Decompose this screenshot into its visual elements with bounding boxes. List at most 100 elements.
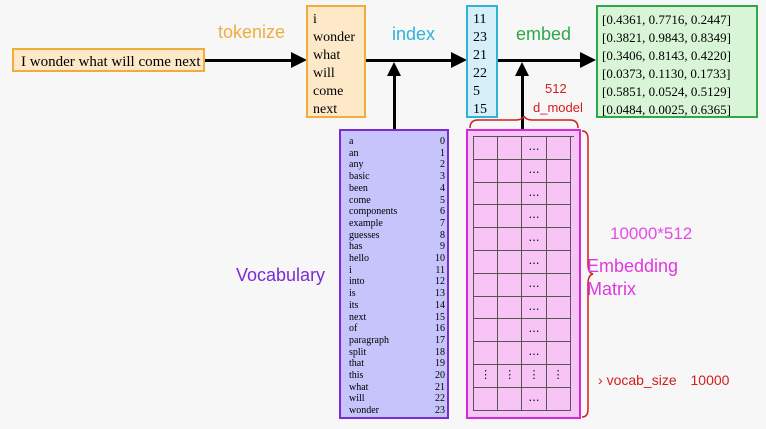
matrix-grid: …………………………⋮⋮⋮⋮… [473, 136, 574, 411]
vocab-index: 8 [440, 229, 445, 241]
d-model-label: d_model [533, 100, 583, 115]
matrix-row: … [474, 273, 574, 297]
matrix-cell [474, 159, 499, 183]
index-item: 5 [473, 84, 480, 99]
embedding-matrix: …………………………⋮⋮⋮⋮… [466, 129, 581, 419]
vocab-index: 19 [435, 358, 445, 370]
vocab-word: into [349, 276, 365, 288]
vocab-index: 12 [435, 276, 445, 288]
vocab-index: 3 [440, 171, 445, 183]
step-label-tokenize: tokenize [218, 22, 286, 42]
matrix-cell [546, 342, 571, 365]
matrix-cell [546, 205, 571, 229]
vocab-word: a [349, 136, 354, 147]
vocab-word: an [349, 147, 359, 159]
token-item: wonder [313, 30, 355, 45]
matrix-cell [546, 296, 571, 320]
token-item: i [313, 12, 317, 27]
vocab-word: is [349, 288, 356, 300]
embedding-vector: [0.5851, 0.0524, 0.5129] [602, 84, 731, 99]
index-item: 21 [473, 48, 487, 63]
step-label-embed: embed [516, 24, 572, 44]
arrowhead-index [451, 52, 467, 68]
vocab-word: will [349, 393, 365, 405]
matrix-row: … [474, 342, 574, 365]
matrix-row: … [474, 137, 574, 160]
arrowhead-vocab-up [387, 62, 401, 76]
matrix-cell: … [522, 137, 547, 160]
vocab-index: 0 [440, 136, 445, 147]
matrix-cell [474, 342, 499, 365]
matrix-cell [474, 296, 499, 320]
matrix-cell [474, 387, 499, 411]
vocab-size-brace [581, 130, 594, 418]
matrix-shape-label: 10000*512 [610, 224, 693, 243]
matrix-cell [474, 228, 499, 251]
vocab-index: 6 [440, 206, 445, 218]
arrow-index-to-embed [498, 59, 582, 62]
vocab-index: 22 [435, 393, 445, 405]
token-item: come [313, 84, 344, 99]
vocab-row: that 19 [349, 358, 447, 370]
vocab-word: guesses [349, 229, 380, 241]
vocab-index: 15 [435, 311, 445, 323]
matrix-cell: … [522, 205, 547, 229]
vocab-row: has 9 [349, 241, 447, 253]
vocab-word: been [349, 182, 368, 194]
vocab-size-pointer: › [598, 372, 603, 388]
matrix-cell [474, 250, 499, 274]
vocab-word: hello [349, 253, 369, 265]
vocab-word: has [349, 241, 363, 253]
token-item: next [313, 102, 338, 117]
vocab-index: 23 [435, 405, 445, 417]
matrix-row: … [474, 228, 574, 251]
arrow-vocab-up [393, 75, 396, 129]
vocab-row: of 16 [349, 323, 447, 335]
arrowhead-embed [580, 52, 596, 68]
arrowhead-matrix-up [515, 62, 529, 76]
matrix-cell [546, 137, 571, 160]
vocab-word: that [349, 358, 364, 370]
vocab-index: 21 [435, 381, 445, 393]
matrix-row: … [474, 182, 574, 206]
matrix-cell [474, 319, 499, 343]
vocab-word: any [349, 159, 364, 171]
matrix-cell [546, 250, 571, 274]
matrix-cell [474, 137, 499, 160]
matrix-cell: ⋮ [474, 364, 499, 388]
matrix-cell [546, 159, 571, 183]
embeddings-list: [0.4361, 0.7716, 0.2447][0.3821, 0.9843,… [602, 11, 756, 119]
token-item: what [313, 48, 341, 63]
input-sentence: I wonder what will come next [12, 48, 205, 72]
matrix-cell: … [522, 387, 547, 411]
vocab-word: paragraph [349, 334, 389, 346]
matrix-row: … [474, 387, 574, 411]
embeddings-box: [0.4361, 0.7716, 0.2447][0.3821, 0.9843,… [596, 5, 758, 118]
vocab-index: 11 [435, 264, 445, 276]
matrix-cell [498, 159, 523, 183]
matrix-cell: … [522, 296, 547, 320]
embedding-vector: [0.3821, 0.9843, 0.8349] [602, 30, 731, 45]
index-item: 11 [473, 12, 487, 27]
vocab-word: of [349, 323, 358, 335]
vocab-index: 16 [435, 323, 445, 335]
matrix-cell [498, 342, 523, 365]
matrix-cell: … [522, 250, 547, 274]
vocab-index: 9 [440, 241, 445, 253]
matrix-row: … [474, 296, 574, 320]
vocab-index: 7 [440, 217, 445, 229]
vocab-word: this [349, 370, 364, 382]
matrix-cell [498, 296, 523, 320]
